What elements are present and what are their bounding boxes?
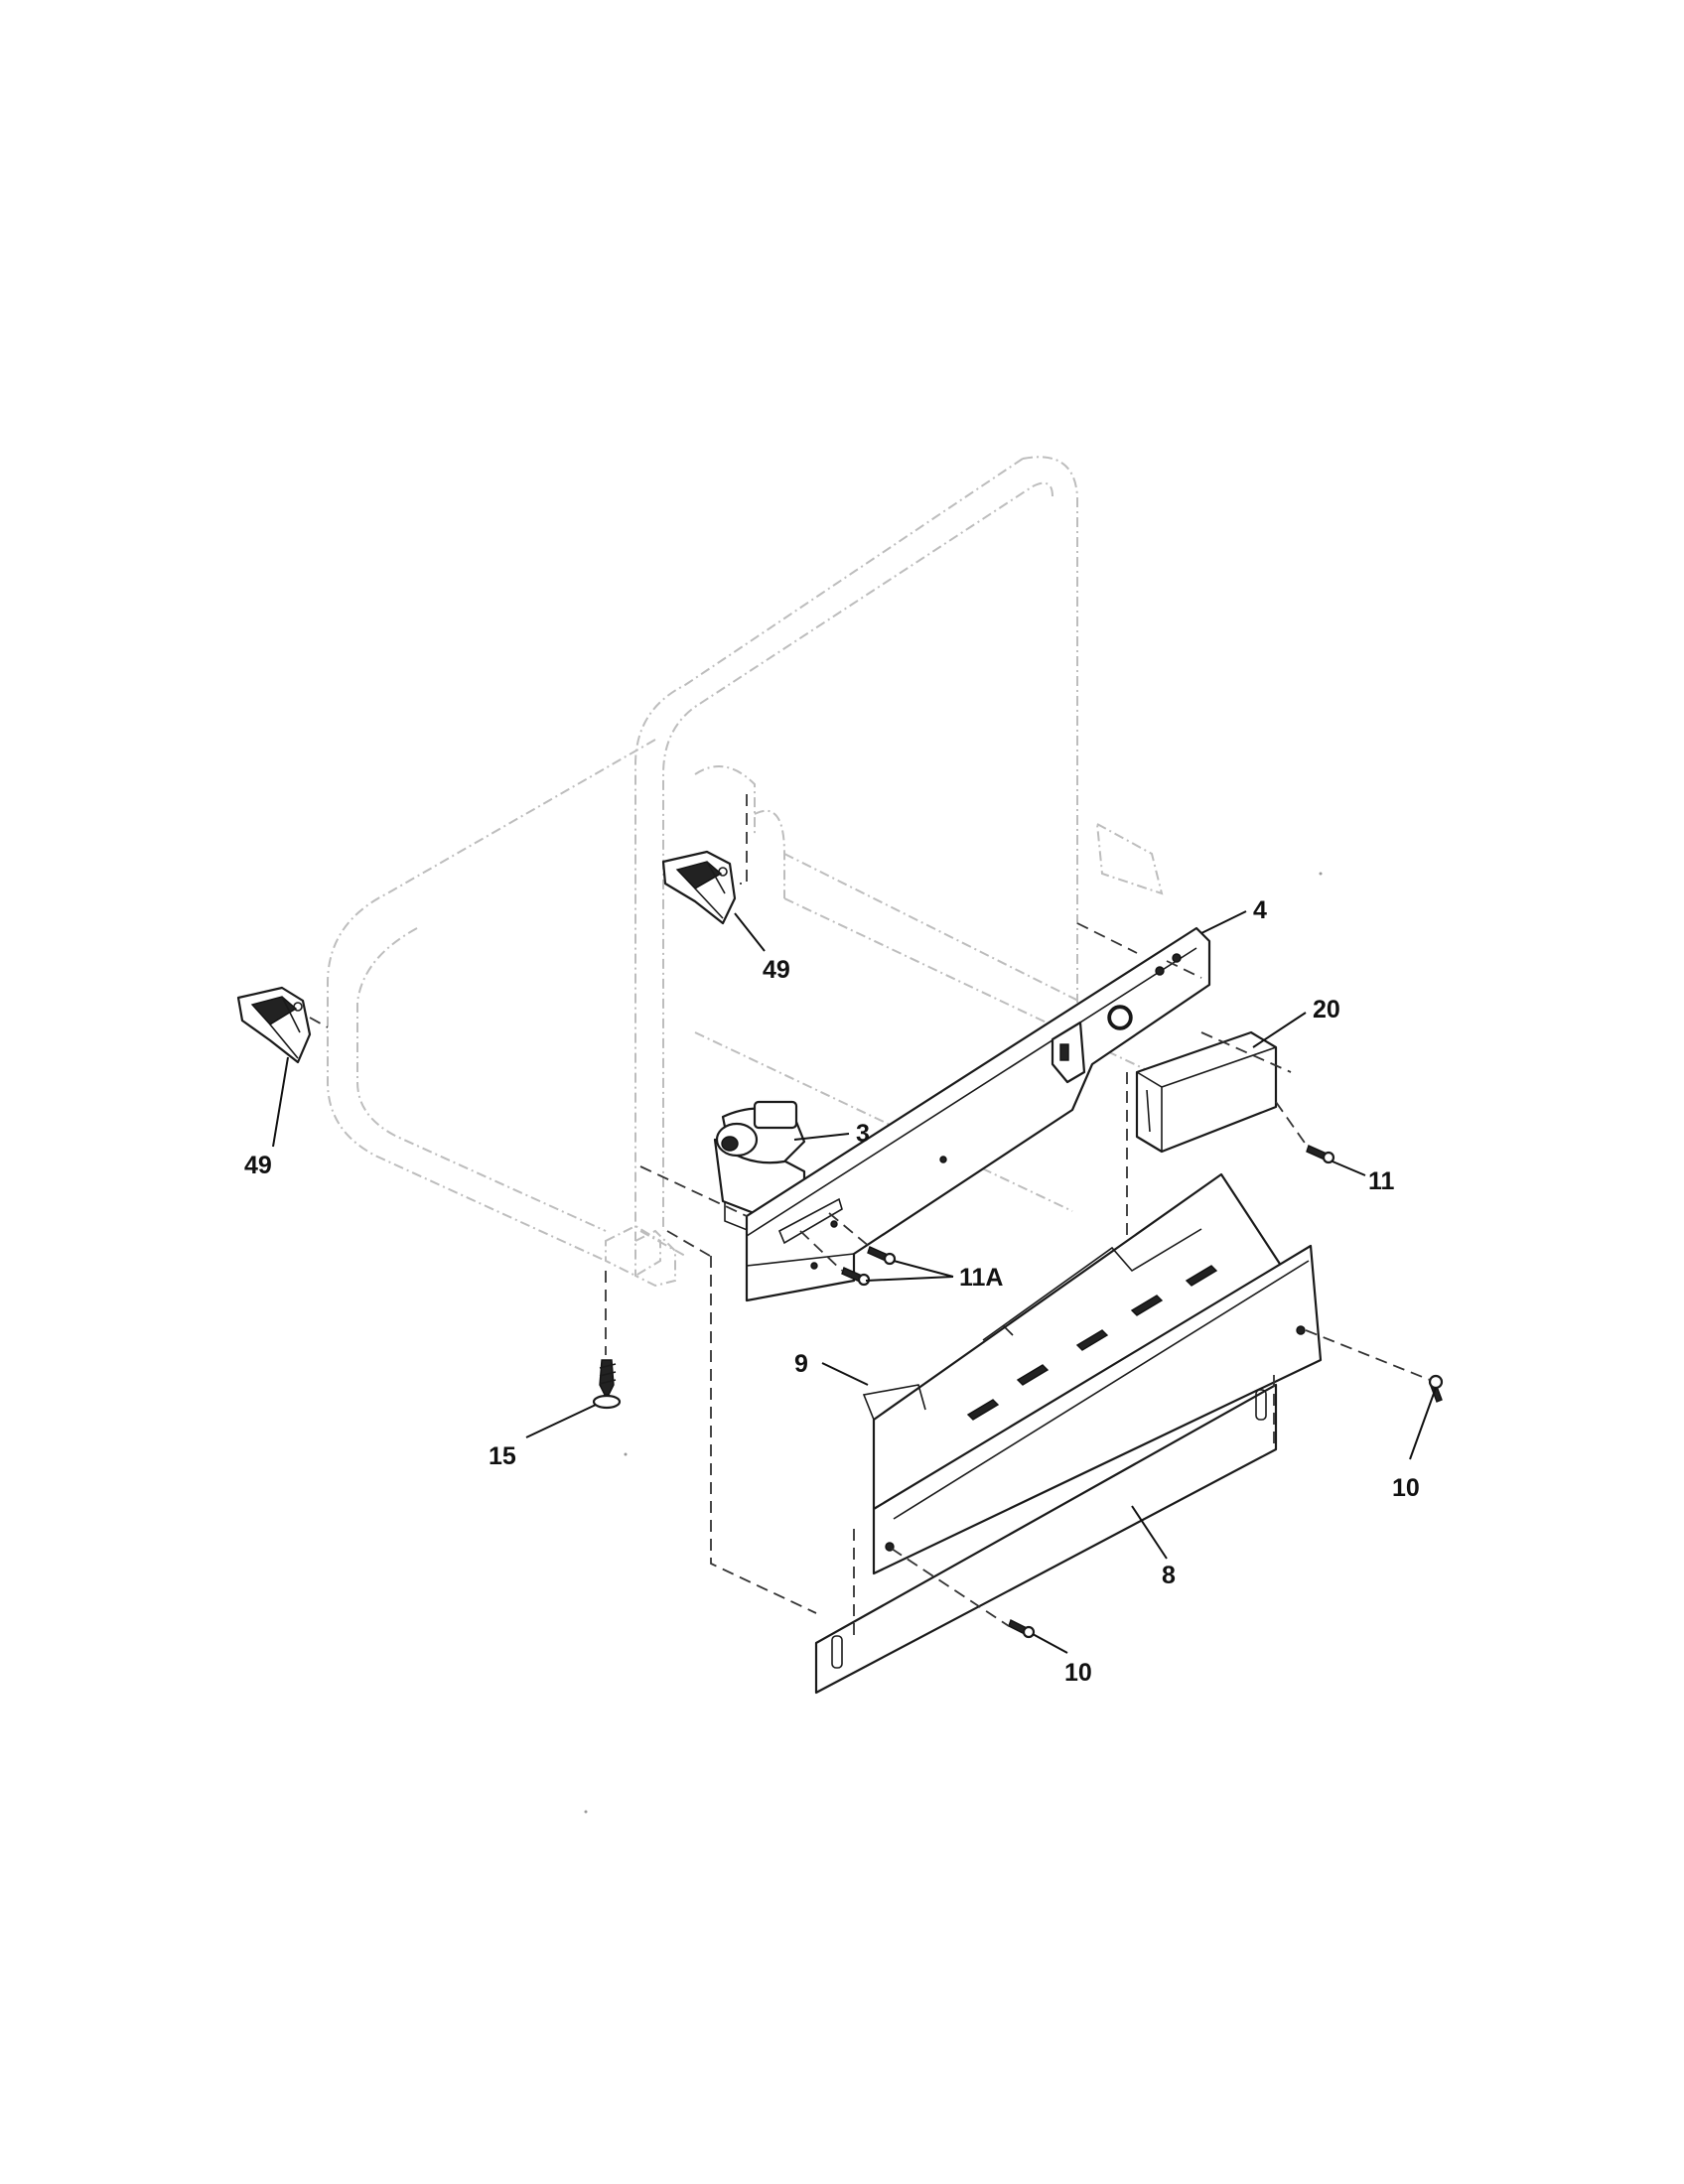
callout-labels: 4 20 3 11 49 49 11A 9 15 10 8 10 bbox=[244, 896, 1420, 1687]
tub-frame-lower-rail bbox=[639, 897, 1163, 1257]
leader-8 bbox=[1131, 1505, 1168, 1560]
leader-11a bbox=[865, 1260, 954, 1282]
callout-10-right: 10 bbox=[1392, 1474, 1420, 1502]
leader-10-right bbox=[1409, 1387, 1437, 1460]
callout-9: 9 bbox=[794, 1350, 808, 1378]
tub-frame-left-inner bbox=[356, 765, 756, 1232]
leader-49-upper bbox=[734, 912, 766, 952]
leader-11 bbox=[1332, 1160, 1366, 1176]
kick-panel-lower bbox=[814, 1244, 1323, 1695]
callout-20: 20 bbox=[1313, 996, 1340, 1024]
callout-15: 15 bbox=[489, 1442, 516, 1470]
leader-lines bbox=[272, 910, 1437, 1654]
tub-frame-foot-block bbox=[605, 1224, 661, 1278]
callout-3: 3 bbox=[856, 1120, 870, 1148]
leader-3 bbox=[793, 1133, 850, 1141]
rack-stop-upper bbox=[661, 850, 737, 925]
stray-speck bbox=[1319, 872, 1323, 876]
callout-4: 4 bbox=[1253, 896, 1267, 924]
leader-10-bottom bbox=[1032, 1633, 1068, 1654]
cover-box bbox=[1135, 1030, 1278, 1154]
screw-10-bottom bbox=[1008, 1619, 1036, 1639]
screw-11a-lower bbox=[841, 1267, 871, 1287]
leader-15 bbox=[525, 1404, 597, 1438]
callout-10-bottom: 10 bbox=[1064, 1659, 1092, 1687]
callout-11: 11 bbox=[1368, 1167, 1395, 1195]
tub-frame-corner-foot bbox=[634, 1229, 676, 1288]
tub-frame-top-rail bbox=[327, 739, 656, 1262]
tub-frame-middle-rail bbox=[754, 809, 1083, 1004]
screw-15 bbox=[592, 1359, 622, 1410]
screw-10-right bbox=[1428, 1374, 1444, 1403]
leader-49-lower bbox=[272, 1056, 289, 1148]
screw-11a-upper bbox=[867, 1246, 897, 1266]
callout-49-lower: 49 bbox=[244, 1152, 272, 1179]
stray-speck bbox=[624, 1452, 628, 1456]
screw-11 bbox=[1306, 1145, 1335, 1164]
tub-frame-side-bracket bbox=[1095, 822, 1164, 895]
mounting-bracket bbox=[745, 926, 1211, 1302]
rack-stop-lower bbox=[236, 986, 312, 1064]
assembly-lines bbox=[309, 794, 1431, 1638]
leader-20 bbox=[1252, 1012, 1307, 1048]
tub-frame-back-inner bbox=[662, 481, 1053, 1231]
callout-8: 8 bbox=[1162, 1562, 1176, 1589]
leader-4 bbox=[1200, 910, 1247, 934]
callout-49-upper: 49 bbox=[763, 956, 790, 984]
tub-frame-back-outer bbox=[634, 456, 1078, 1241]
tub-frame-phantom bbox=[327, 456, 1164, 1288]
stray-speck bbox=[584, 1810, 588, 1814]
leader-9 bbox=[821, 1362, 869, 1386]
callout-11a: 11A bbox=[959, 1264, 1003, 1292]
